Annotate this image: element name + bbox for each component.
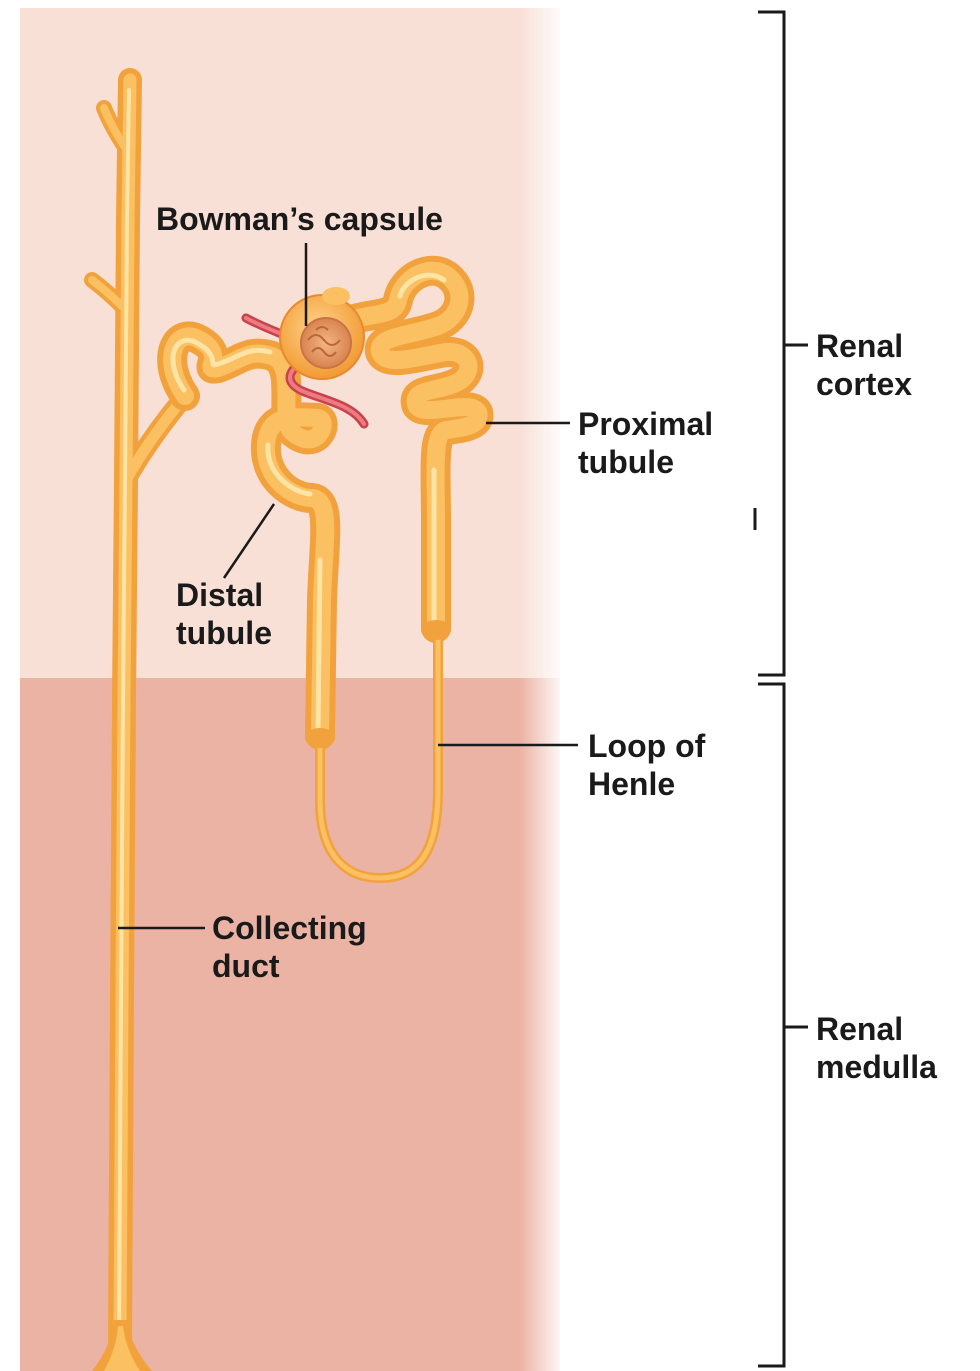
label-renal-medulla-line1: Renal — [816, 1010, 937, 1048]
label-proximal-tubule: Proximal tubule — [578, 405, 713, 481]
proximal-segment-end — [421, 620, 451, 640]
background-fade — [520, 8, 565, 1371]
renal-cortex-bracket — [755, 12, 808, 675]
distal-segment-end — [305, 728, 335, 748]
label-bowmans-capsule-text: Bowman’s capsule — [156, 200, 443, 238]
label-renal-cortex-line1: Renal — [816, 327, 912, 365]
label-proximal-tubule-line2: tubule — [578, 443, 713, 481]
label-collecting-duct-line2: duct — [212, 947, 367, 985]
label-renal-medulla: Renal medulla — [816, 1010, 937, 1086]
label-proximal-tubule-line1: Proximal — [578, 405, 713, 443]
label-renal-cortex-line2: cortex — [816, 365, 912, 403]
label-renal-cortex: Renal cortex — [816, 327, 912, 403]
label-loop-of-henle-line2: Henle — [588, 765, 705, 803]
label-collecting-duct: Collecting duct — [212, 909, 367, 985]
label-distal-tubule-line2: tubule — [176, 614, 272, 652]
label-bowmans-capsule: Bowman’s capsule — [156, 200, 443, 238]
label-distal-tubule-line1: Distal — [176, 576, 272, 614]
label-loop-of-henle: Loop of Henle — [588, 727, 705, 803]
renal-medulla-bracket — [758, 684, 808, 1366]
label-collecting-duct-line1: Collecting — [212, 909, 367, 947]
label-distal-tubule: Distal tubule — [176, 576, 272, 652]
label-loop-of-henle-line1: Loop of — [588, 727, 705, 765]
renal-medulla-region — [20, 678, 560, 1371]
label-renal-medulla-line2: medulla — [816, 1048, 937, 1086]
